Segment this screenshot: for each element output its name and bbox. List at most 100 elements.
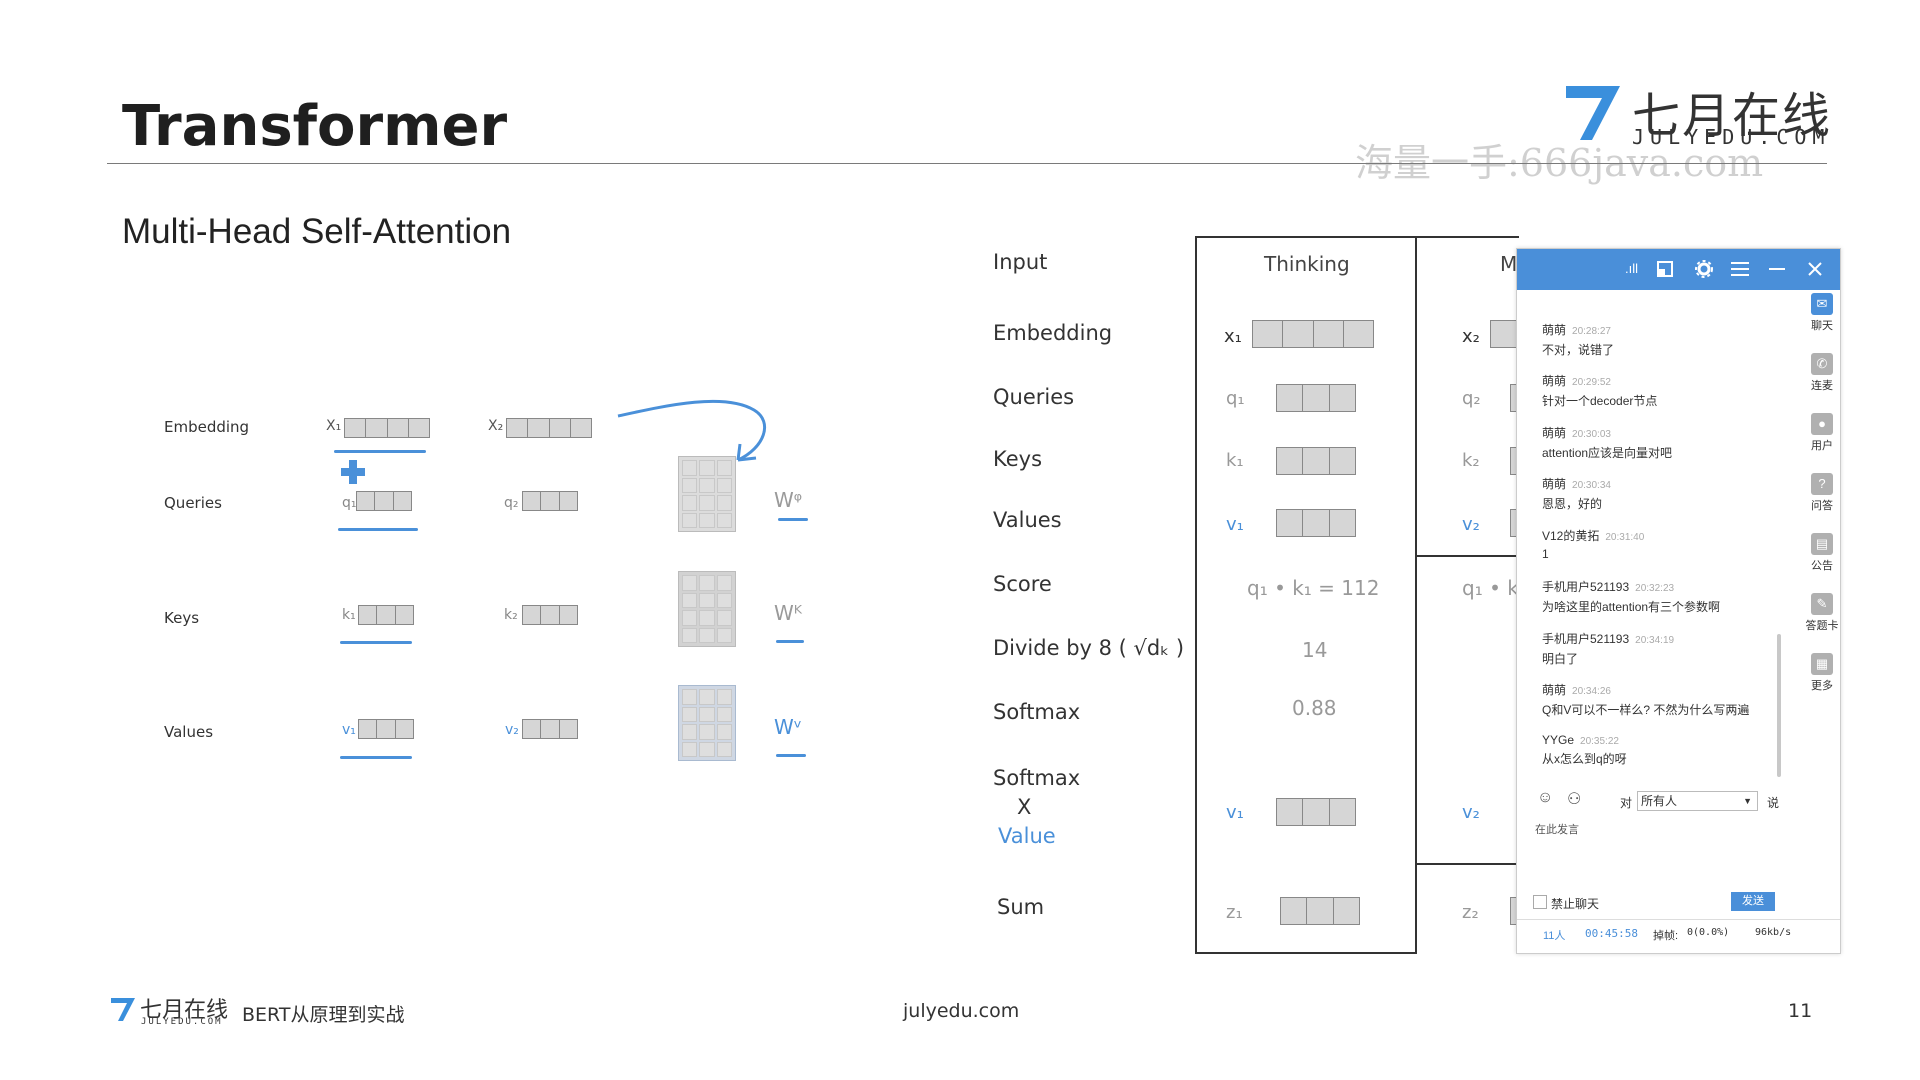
q2-r-label: q₂ xyxy=(1462,388,1481,409)
wv-matrix xyxy=(678,685,736,761)
watermark: 海量一手:666java.com xyxy=(1355,141,1764,185)
footer-url: julyedu.com xyxy=(903,1000,1020,1022)
notice-icon: ▤ xyxy=(1811,533,1833,555)
popout-icon[interactable] xyxy=(1657,261,1673,277)
k2-r-label: k₂ xyxy=(1462,450,1480,471)
msg-author: YYGe xyxy=(1542,733,1575,747)
menu-icon[interactable] xyxy=(1731,261,1749,277)
drop-label: 掉帧: xyxy=(1653,930,1679,942)
x2-label: X₂ xyxy=(488,418,504,434)
msg-author: V12的黄拓 xyxy=(1542,529,1600,543)
title-divider xyxy=(107,163,1827,164)
msg-time: 20:34:19 xyxy=(1635,635,1675,646)
send-button[interactable]: 发送 xyxy=(1731,892,1775,911)
logo-en-text: JULYEDU.COM xyxy=(1632,125,1831,149)
q2-label: q₂ xyxy=(504,495,519,511)
v1-r-label-2: v₁ xyxy=(1226,802,1244,823)
question-icon: ? xyxy=(1811,473,1833,495)
divided-value: 14 xyxy=(1302,638,1328,662)
julyedu-logo-icon xyxy=(1566,86,1620,140)
x1-underline xyxy=(334,450,426,453)
row-values: Values xyxy=(993,508,1062,532)
sidebar-item-more[interactable]: ▦更多 xyxy=(1804,653,1840,693)
emoji-icon[interactable]: ☺ xyxy=(1537,789,1554,806)
edit-icon: ✎ xyxy=(1811,593,1833,615)
q1-label: q₁ xyxy=(342,495,357,511)
msg-text: 1 xyxy=(1542,547,1549,561)
footer-course: BERT从原理到实战 xyxy=(242,1004,405,1026)
page-number: 11 xyxy=(1788,1000,1813,1022)
row-value: Value xyxy=(998,824,1056,848)
row-score: Score xyxy=(993,572,1052,596)
msg-author: 萌萌 xyxy=(1542,477,1567,491)
col2-header: M xyxy=(1500,252,1518,276)
plus-icon xyxy=(341,460,365,484)
k1-underline xyxy=(340,641,412,644)
thinking-column xyxy=(1195,236,1417,954)
row-input: Input xyxy=(993,250,1048,274)
row-queries: Queries xyxy=(993,385,1075,409)
footer-logo-icon xyxy=(111,998,135,1021)
sidebar-item-users[interactable]: ●用户 xyxy=(1804,413,1840,453)
gear-icon[interactable] xyxy=(1695,260,1713,278)
z1-vector xyxy=(1280,897,1360,925)
sidebar-label-notice: 公告 xyxy=(1811,560,1833,572)
score-value: q₁ • k₁ = 112 xyxy=(1247,576,1380,600)
sidebar-item-chat[interactable]: ✉聊天 xyxy=(1804,293,1840,333)
wk-matrix xyxy=(678,571,736,647)
sidebar-label-qa: 问答 xyxy=(1811,500,1833,512)
row-sum: Sum xyxy=(997,895,1045,919)
q1-r-vector xyxy=(1276,384,1356,412)
v1-r-vector xyxy=(1276,509,1356,537)
msg-text: 针对一个decoder节点 xyxy=(1542,394,1658,408)
x1-label: X₁ xyxy=(326,418,342,434)
sidebar-item-qa[interactable]: ? 问答 xyxy=(1804,473,1840,513)
footer-logo-cn: 七月在线 xyxy=(140,998,229,1023)
msg-author: 萌萌 xyxy=(1542,683,1567,697)
chat-scrollbar[interactable] xyxy=(1777,634,1781,777)
x2-vector xyxy=(506,418,592,438)
x1-vector xyxy=(344,418,430,438)
recipient-select[interactable]: 所有人▼ xyxy=(1637,791,1758,811)
chat-input[interactable]: 在此发言 xyxy=(1535,824,1579,836)
status-divider xyxy=(1517,919,1840,920)
thinking-header: Thinking xyxy=(1264,252,1350,276)
k1-label: k₁ xyxy=(342,607,356,623)
signal-icon: .ıll xyxy=(1625,261,1638,276)
sidebar-label-answer-card: 答题卡 xyxy=(1805,620,1839,632)
chevron-down-icon: ▼ xyxy=(1743,796,1752,806)
v1-weighted-vector xyxy=(1276,798,1356,826)
sidebar-item-answer-card[interactable]: ✎ 答题卡 xyxy=(1804,593,1840,633)
close-icon[interactable] xyxy=(1807,261,1823,277)
softmax-value: 0.88 xyxy=(1292,696,1337,720)
sidebar-item-notice[interactable]: ▤ 公告 xyxy=(1804,533,1840,573)
k1-r-label: k₁ xyxy=(1226,450,1244,471)
k2-vector xyxy=(522,605,578,625)
v2-r-label: v₂ xyxy=(1462,514,1480,535)
minimize-icon[interactable] xyxy=(1769,261,1785,277)
slide-subtitle: Multi-Head Self-Attention xyxy=(122,212,512,251)
grid-icon: ▦ xyxy=(1811,653,1833,675)
people-icon[interactable]: ⚇ xyxy=(1567,791,1582,808)
row-embedding: Embedding xyxy=(993,321,1113,345)
ban-chat-checkbox[interactable] xyxy=(1533,895,1547,909)
column-divider-top xyxy=(1415,555,1519,557)
x1-r-vector xyxy=(1252,320,1374,348)
elapsed-time: 00:45:58 xyxy=(1585,927,1638,940)
wk-underline xyxy=(776,640,804,643)
q2-vector xyxy=(522,491,578,511)
column-divider-bottom xyxy=(1415,863,1519,865)
footer-logo-en: JULYEDU.COM xyxy=(141,1017,223,1027)
row-softmax: Softmax xyxy=(993,700,1081,724)
row-times: X xyxy=(1017,795,1032,819)
v2-label: v₂ xyxy=(505,722,519,738)
sidebar-item-mic[interactable]: ✆连麦 xyxy=(1804,353,1840,393)
q1-vector xyxy=(356,491,412,511)
wv-label: Wᵛ xyxy=(774,715,803,739)
drop-value: 0(0.0%) xyxy=(1687,927,1730,938)
k1-r-vector xyxy=(1276,447,1356,475)
